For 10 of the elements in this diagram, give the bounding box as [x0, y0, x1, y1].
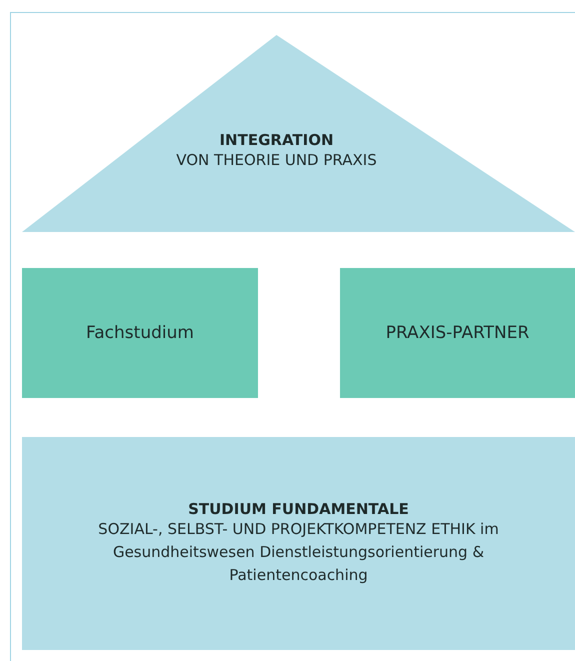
- foundation-box: [22, 437, 575, 650]
- heading-text: STUDIUM FUNDAMENTALE: [187, 500, 410, 518]
- roof-triangle: [22, 35, 575, 232]
- body-text: VON THEORIE UND PRAXIS: [175, 150, 378, 171]
- body-text: Fachstudium: [85, 322, 195, 344]
- pillar-box: [340, 268, 575, 398]
- pillar-box: [22, 268, 258, 398]
- heading-text: INTEGRATION: [218, 131, 335, 149]
- body-text: PRAXIS-PARTNER: [384, 322, 530, 344]
- body-text: SOZIAL-, SELBST- UND PROJEKTKOMPETENZ ETHIK im Gesundheitswesen Dienstleistungsorientierung & Patientencoaching: [97, 519, 500, 586]
